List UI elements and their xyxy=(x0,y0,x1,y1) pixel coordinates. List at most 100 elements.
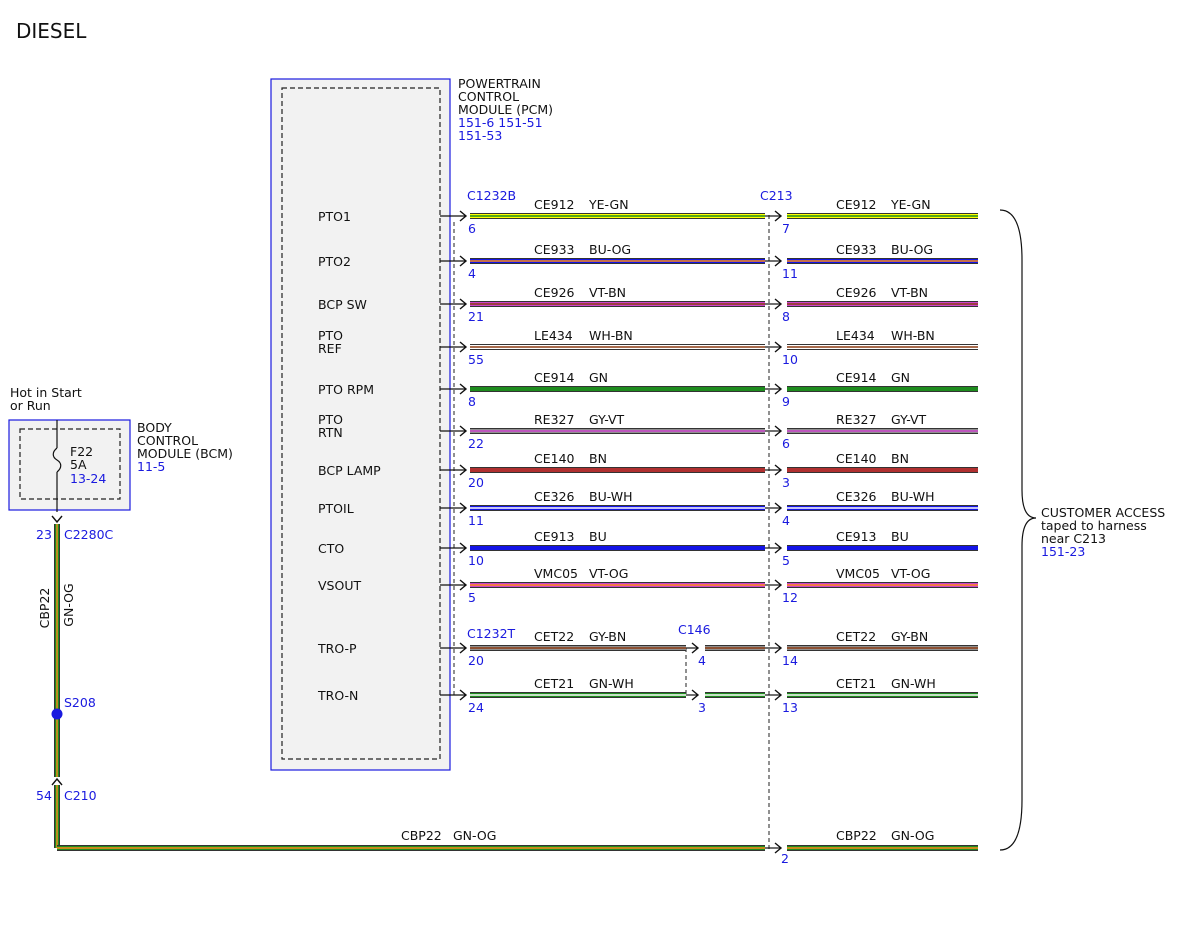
pcm-pin-name: BCP SW xyxy=(318,297,367,312)
wire-circuit-label: CE933 xyxy=(836,242,877,257)
wire-color-label: GN-WH xyxy=(589,676,634,691)
pin-c213: 13 xyxy=(782,700,798,715)
connector-arrow-icon xyxy=(51,515,63,524)
wire-color-label: BU xyxy=(589,529,607,544)
hot-label-line-2: or Run xyxy=(10,398,51,413)
pin-c213: 4 xyxy=(782,513,790,528)
pcm-pin-name: PTO xyxy=(318,412,343,427)
customer-access-ref[interactable]: 151-23 xyxy=(1041,544,1085,559)
pcm-pin-name: PTO RPM xyxy=(318,382,374,397)
connector-arrow-icon xyxy=(51,777,63,786)
connector-arrow-icon xyxy=(774,542,783,554)
pin-c146: 4 xyxy=(698,653,706,668)
pin-c213: 8 xyxy=(782,309,790,324)
connector-arrow-icon xyxy=(459,464,468,476)
pcm-pin-name: CTO xyxy=(318,541,344,556)
pin-c210: 54 xyxy=(36,788,52,803)
wire-circuit-label: CE933 xyxy=(534,242,575,257)
connector-arrow-icon xyxy=(774,298,783,310)
bcm-label-line-3: MODULE (BCM) xyxy=(137,446,233,461)
pin-c213: 5 xyxy=(782,553,790,568)
connector-arrow-icon xyxy=(774,842,783,854)
pin-pcm: 6 xyxy=(468,221,476,236)
connector-arrow-icon xyxy=(459,542,468,554)
connector-arrow-icon xyxy=(459,341,468,353)
wire-circuit-label: CE912 xyxy=(836,197,877,212)
bcm-outline xyxy=(8,419,131,511)
feed-circuit-vertical-label: CBP22 xyxy=(37,588,52,629)
bcm-inner-boundary xyxy=(19,428,121,500)
wire-circuit-label: CET22 xyxy=(836,629,876,644)
pin-c213: 10 xyxy=(782,352,798,367)
feed-circuit-label-right: CBP22 xyxy=(836,828,877,843)
fuse-name: F22 xyxy=(70,444,93,459)
connector-c1232b-label[interactable]: C1232B xyxy=(467,188,516,203)
customer-access: CUSTOMER ACCESS taped to harness near C2… xyxy=(999,209,1165,851)
pin-c2280c: 23 xyxy=(36,527,52,542)
wire-color-label: BU-WH xyxy=(589,489,633,504)
pin-c213: 11 xyxy=(782,266,798,281)
pin-c213-feed: 2 xyxy=(781,851,789,866)
feed-color-vertical-label: GN-OG xyxy=(61,583,76,626)
wire-color-label: GN-WH xyxy=(891,676,936,691)
wire-color-label: VT-BN xyxy=(891,285,928,300)
wire-circuit-label: CE926 xyxy=(534,285,575,300)
connector-arrow-icon xyxy=(774,464,783,476)
wire-circuit-label: CET21 xyxy=(534,676,574,691)
wire-circuit-label: CE326 xyxy=(836,489,877,504)
pin-pcm: 55 xyxy=(468,352,484,367)
connector-arrow-icon xyxy=(459,642,468,654)
fuse-ref[interactable]: 13-24 xyxy=(70,471,106,486)
pcm-ref-2[interactable]: 151-53 xyxy=(458,128,502,143)
pcm-pin-name: PTOIL xyxy=(318,501,354,516)
pin-pcm: 4 xyxy=(468,266,476,281)
wire-circuit-label: LE434 xyxy=(534,328,573,343)
feed-circuit: 23 C2280C CBP22 GN-OG S208 54 C210 CBP22… xyxy=(36,515,978,866)
hot-label-line-1: Hot in Start xyxy=(10,385,82,400)
connector-c1232t-label[interactable]: C1232T xyxy=(467,626,516,641)
pin-pcm: 20 xyxy=(468,475,484,490)
connector-arrow-icon xyxy=(774,425,783,437)
pcm-ref-1[interactable]: 151-6 151-51 xyxy=(458,115,543,130)
wire-circuit-label: CE140 xyxy=(534,451,575,466)
connector-c210-label[interactable]: C210 xyxy=(64,788,97,803)
pcm-pin-name: RTN xyxy=(318,425,343,440)
wire-circuit-label: VMC05 xyxy=(836,566,880,581)
pin-pcm: 11 xyxy=(468,513,484,528)
connector-arrow-icon xyxy=(459,425,468,437)
bcm-ref[interactable]: 11-5 xyxy=(137,459,165,474)
bcm-module: Hot in Start or Run F22 5A 13-24 BODY CO… xyxy=(8,385,233,512)
splice-s208-label[interactable]: S208 xyxy=(64,695,96,710)
wire-circuit-label: RE327 xyxy=(836,412,876,427)
pin-c213: 6 xyxy=(782,436,790,451)
pin-pcm: 24 xyxy=(468,700,484,715)
wire-color-label: VT-BN xyxy=(589,285,626,300)
pin-c213: 3 xyxy=(782,475,790,490)
pcm-label-line-1: POWERTRAIN xyxy=(458,76,541,91)
connector-arrow-icon xyxy=(774,502,783,514)
wire-circuit-label: VMC05 xyxy=(534,566,578,581)
wire-color-label: BU-OG xyxy=(589,242,631,257)
wire-color-label: BN xyxy=(891,451,909,466)
pcm-pin-name: PTO xyxy=(318,328,343,343)
connector-c2280c-label[interactable]: C2280C xyxy=(64,527,114,542)
feed-wire xyxy=(51,515,978,854)
fuse-rating: 5A xyxy=(70,457,87,472)
splice-s208-dot[interactable] xyxy=(51,708,63,720)
feed-circuit-label-left: CBP22 xyxy=(401,828,442,843)
connector-arrow-icon xyxy=(774,341,783,353)
pin-pcm: 5 xyxy=(468,590,476,605)
connector-c146-label[interactable]: C146 xyxy=(678,622,711,637)
wire-color-label: BU-WH xyxy=(891,489,935,504)
pcm-label-line-2: CONTROL xyxy=(458,89,519,104)
pcm-pin-name: PTO1 xyxy=(318,209,351,224)
wire-color-label: YE-GN xyxy=(890,197,931,212)
connector-c213-label[interactable]: C213 xyxy=(760,188,793,203)
